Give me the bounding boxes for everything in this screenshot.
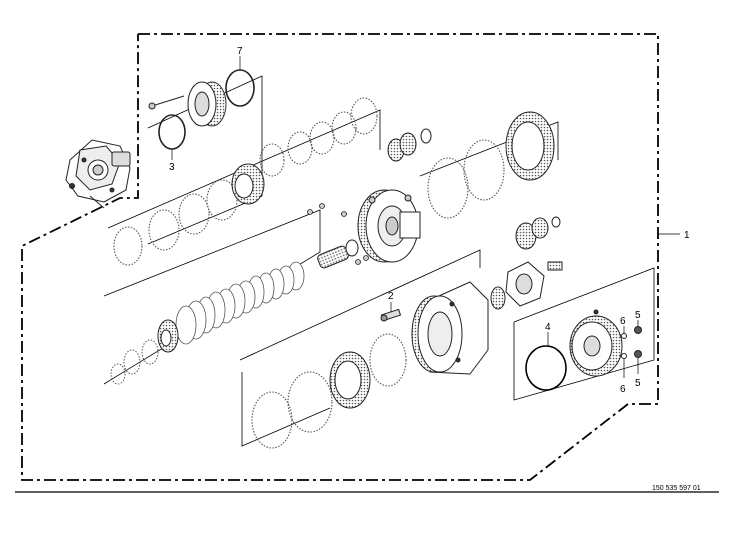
small-rings-left <box>110 339 159 385</box>
callout-6-lower: 6 <box>620 384 626 395</box>
lower-rings <box>251 333 407 449</box>
document-number: 150 535 597 01 <box>652 485 701 492</box>
bolt <box>151 95 185 107</box>
planet-gear-right <box>490 216 563 310</box>
ring-group-row <box>113 97 378 266</box>
callout-5-lower: 5 <box>635 378 641 389</box>
callout-3: 3 <box>169 162 175 173</box>
large-rings-right-upper <box>427 139 505 219</box>
callout-7: 7 <box>237 46 243 57</box>
subgroup-outline-lower-left <box>241 372 331 447</box>
main-housing <box>411 281 489 375</box>
subgroup-outline-cover <box>513 267 655 401</box>
plugs-and-seals <box>621 326 642 359</box>
assembly-boundary-outline <box>21 33 659 481</box>
bolt-2 <box>380 308 402 322</box>
cover-plate <box>569 309 623 377</box>
splined-shaft <box>317 239 359 269</box>
ring-gear-small <box>231 163 265 205</box>
o-ring-4 <box>525 345 567 391</box>
callout-2: 2 <box>388 291 394 302</box>
subgroup-outline-ring-group <box>107 109 381 229</box>
subgroup-outline-planetary <box>239 249 481 361</box>
callout-5-upper: 5 <box>635 310 641 321</box>
clutch-hub <box>157 319 179 353</box>
hydraulic-motor <box>65 139 131 209</box>
lower-ring-gear <box>329 351 371 409</box>
small-gear-stack <box>387 128 432 162</box>
small-pins <box>307 203 369 265</box>
o-ring-3 <box>158 114 186 150</box>
o-ring-7 <box>225 69 255 107</box>
callout-6-upper: 6 <box>620 316 626 327</box>
callout-4: 4 <box>545 322 551 333</box>
callout-leaders <box>171 56 639 378</box>
clutch-disc-pack <box>175 261 305 345</box>
planet-carrier <box>357 189 421 263</box>
large-ring-gear <box>505 111 555 181</box>
top-subgroup-parts <box>148 69 255 150</box>
callout-1: 1 <box>684 230 690 241</box>
